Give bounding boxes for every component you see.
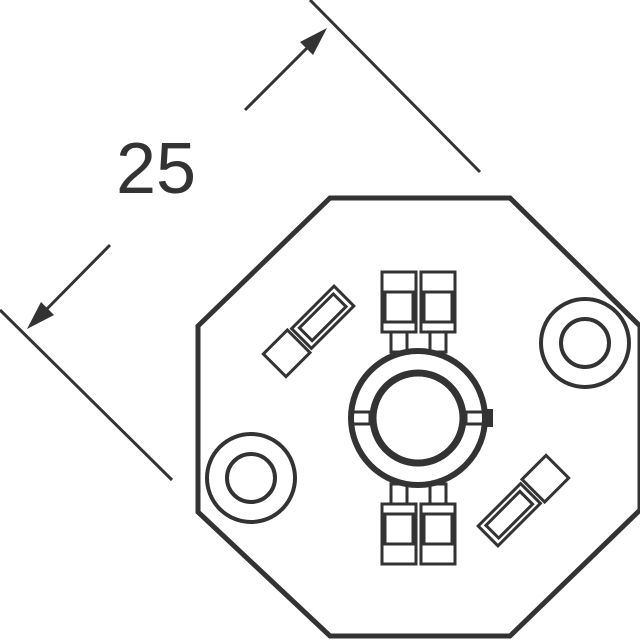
pad-top-right	[419, 270, 457, 354]
dimension-line-lower	[34, 243, 112, 322]
dimension-line-upper	[243, 35, 320, 112]
pad-top-left	[380, 270, 418, 354]
led-pads	[380, 270, 457, 566]
arrowhead-lower-icon	[27, 302, 54, 329]
pad-bottom-right	[419, 482, 457, 566]
dimension-label: 25	[116, 129, 197, 209]
mounting-hole-left	[205, 432, 297, 524]
extension-line-left	[0, 308, 174, 482]
pad-bottom-left	[380, 482, 418, 566]
resistor-lower-right	[476, 453, 571, 548]
mounting-hole-right	[539, 297, 631, 389]
led-package	[348, 348, 493, 488]
extension-line-top	[308, 0, 482, 174]
board-octagon	[195, 195, 640, 639]
arrowhead-upper-icon	[300, 28, 327, 55]
dimension-lines	[0, 0, 482, 482]
resistor-upper-left	[261, 284, 356, 379]
